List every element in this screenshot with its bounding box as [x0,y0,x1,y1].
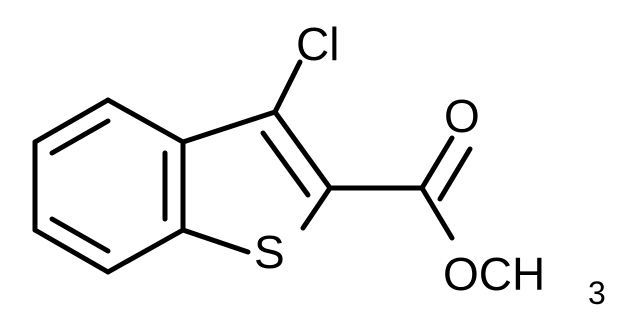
bond-carbonyl-o-2 [437,146,473,202]
bond-carbonyl-oester [419,185,455,241]
bond-c3-c2 [272,109,333,191]
bond-s-c7a [180,227,251,255]
bond-c3-cl [272,59,303,115]
ester-subscript-label: 3 [588,275,606,311]
bond-benzene-1 [32,97,111,145]
bond-c3-c2-inner [260,130,311,198]
chlorine-label: Cl [296,18,339,70]
bond-c2-s [300,185,333,231]
bond-c3a-c3 [180,109,278,145]
bond-benzene-inner-1 [49,118,111,156]
bond-benzene-inner-3 [49,216,111,254]
sulfur-label: S [254,226,285,278]
bond-benzene-2 [105,97,186,145]
bond-carbonyl-o-1 [419,135,455,191]
bond-benzene-4 [105,227,186,275]
carbonyl-oxygen-label: O [444,90,480,142]
benzene-ring [32,97,186,275]
substituent-bonds [272,59,473,241]
bond-benzene-5 [32,227,111,275]
ester-group-label: OCH [443,248,545,300]
thiophene-ring [180,109,333,255]
